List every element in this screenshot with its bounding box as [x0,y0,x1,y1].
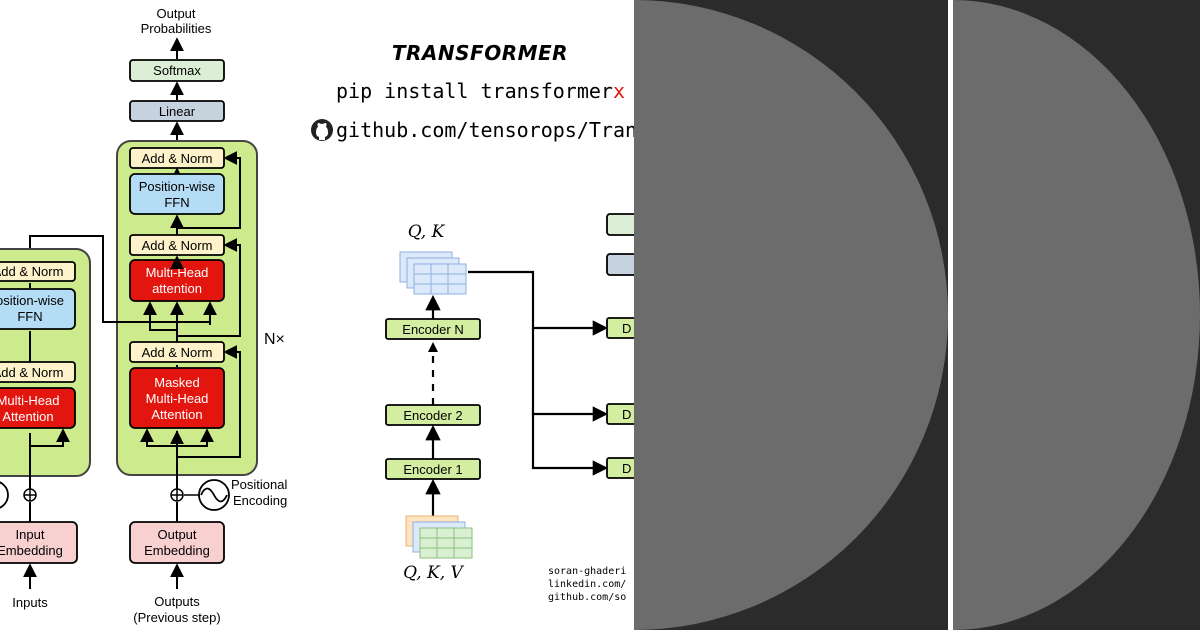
encoder-stack-diagram: Q, K Encoder N Encoder 2 Encoder 1 [385,213,668,583]
encoder-n-box [385,318,481,340]
encoder-ffn-box [0,288,76,330]
encoder-mha-label: Multi-Head [0,393,59,408]
output-probabilities-label-2: Probabilities [141,21,212,36]
qk-label: Q, K [408,222,446,242]
footer-line-3: github.com/so [548,592,626,603]
repeat-label: N× [264,331,285,348]
positional-label: Positional [231,477,287,492]
decoder-stub-label-3: D [622,461,631,476]
output-probabilities-label: Output [156,6,195,21]
linear-box [129,100,225,122]
decoder-stub-label: D [622,321,631,336]
outputs-label-2: (Previous step) [133,610,220,625]
matrix-icon [405,515,473,559]
encoder-2-label: Encoder 2 [403,408,462,423]
encoder-ffn-label-2: FFN [17,309,42,324]
decoder-add-norm-top-label: Add & Norm [142,151,213,166]
page-title: TRANSFORMER [392,41,568,65]
input-embedding-label-2: Embedding [0,543,63,558]
output-embedding-label-2: Embedding [144,543,210,558]
inputs-label: Inputs [12,595,48,610]
decoder-ffn-box [129,173,225,215]
footer-line-1: soran-ghaderi [548,566,626,577]
encoder-ffn-label: osition-wise [0,293,64,308]
qkv-label: Q, K, V [403,563,464,583]
footer-line-2: linkedin.com/ [548,579,626,590]
half-circle-1 [634,0,948,630]
panel-divider [948,0,953,630]
encoder-add-norm-top-label: Add & Norm [0,264,63,279]
footer-credits: soran-ghaderi linkedin.com/ github.com/s… [548,566,626,603]
input-embedding-label: Input [16,527,45,542]
encoder-n-label: Encoder N [402,322,463,337]
decoder-add-norm-bottom-label: Add & Norm [142,345,213,360]
input-embedding-box [0,521,78,564]
github-link[interactable]: github.com/tensorops/Tran [336,118,637,142]
masked-label-1: Masked [154,375,200,390]
softmax-box [129,59,225,82]
output-embedding-label: Output [157,527,196,542]
positional-label-2: Encoding [233,493,287,508]
encoder-add-norm-bottom [0,361,76,383]
softmax-label: Softmax [153,63,201,78]
decoder-mha-label-2: attention [152,281,202,296]
decoder-add-norm-mid-label: Add & Norm [142,238,213,253]
outputs-label: Outputs [154,594,200,609]
header-block: TRANSFORMER pip install transformerx git… [311,41,637,142]
decoder-ffn-label-2: FFN [164,195,189,210]
decoder-stub-label-2: D [622,407,631,422]
linear-label: Linear [159,104,196,119]
encoder-add-norm-top [0,261,76,282]
encoder-1-label: Encoder 1 [403,462,462,477]
masked-label-3: Attention [151,407,202,422]
half-circle-2 [953,0,1200,630]
decoder-masked-mha-box [129,367,225,429]
masked-label-2: Multi-Head [146,391,209,406]
encoder-add-norm-bottom-label: Add & Norm [0,365,63,380]
overlay-panels [634,0,1200,630]
github-icon [311,119,333,141]
architecture-diagram: Output Probabilities Softmax Linear Add … [0,6,287,625]
sine-wave-icon [0,481,9,509]
matrix-icon [399,251,467,295]
decoder-mha-label: Multi-Head [146,265,209,280]
encoder-mha-box [0,387,76,429]
encoder-mha-label-2: Attention [2,409,53,424]
decoder-ffn-label: Position-wise [139,179,216,194]
pip-install-command: pip install transformerx [336,79,625,103]
